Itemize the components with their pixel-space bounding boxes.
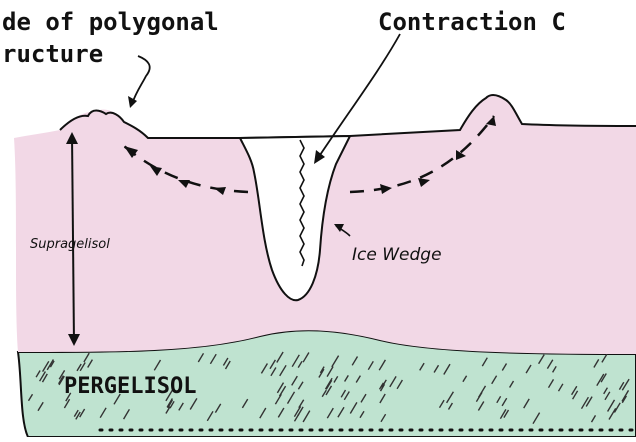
polygon-structure-arrowhead: [128, 96, 137, 108]
polygon-structure-leader: [132, 56, 150, 104]
ice-wedge-label: Ice Wedge: [352, 245, 442, 265]
supragelisol-layer: [14, 94, 636, 354]
supragelisol-label: Supragelisol: [30, 237, 110, 252]
pergelisol-label: PERGELISOL: [64, 374, 196, 399]
contraction-label: Contraction C: [378, 8, 566, 36]
polygonal-structure-label-line2: ructure: [2, 40, 103, 68]
polygonal-structure-label-line1: de of polygonal: [2, 8, 219, 36]
